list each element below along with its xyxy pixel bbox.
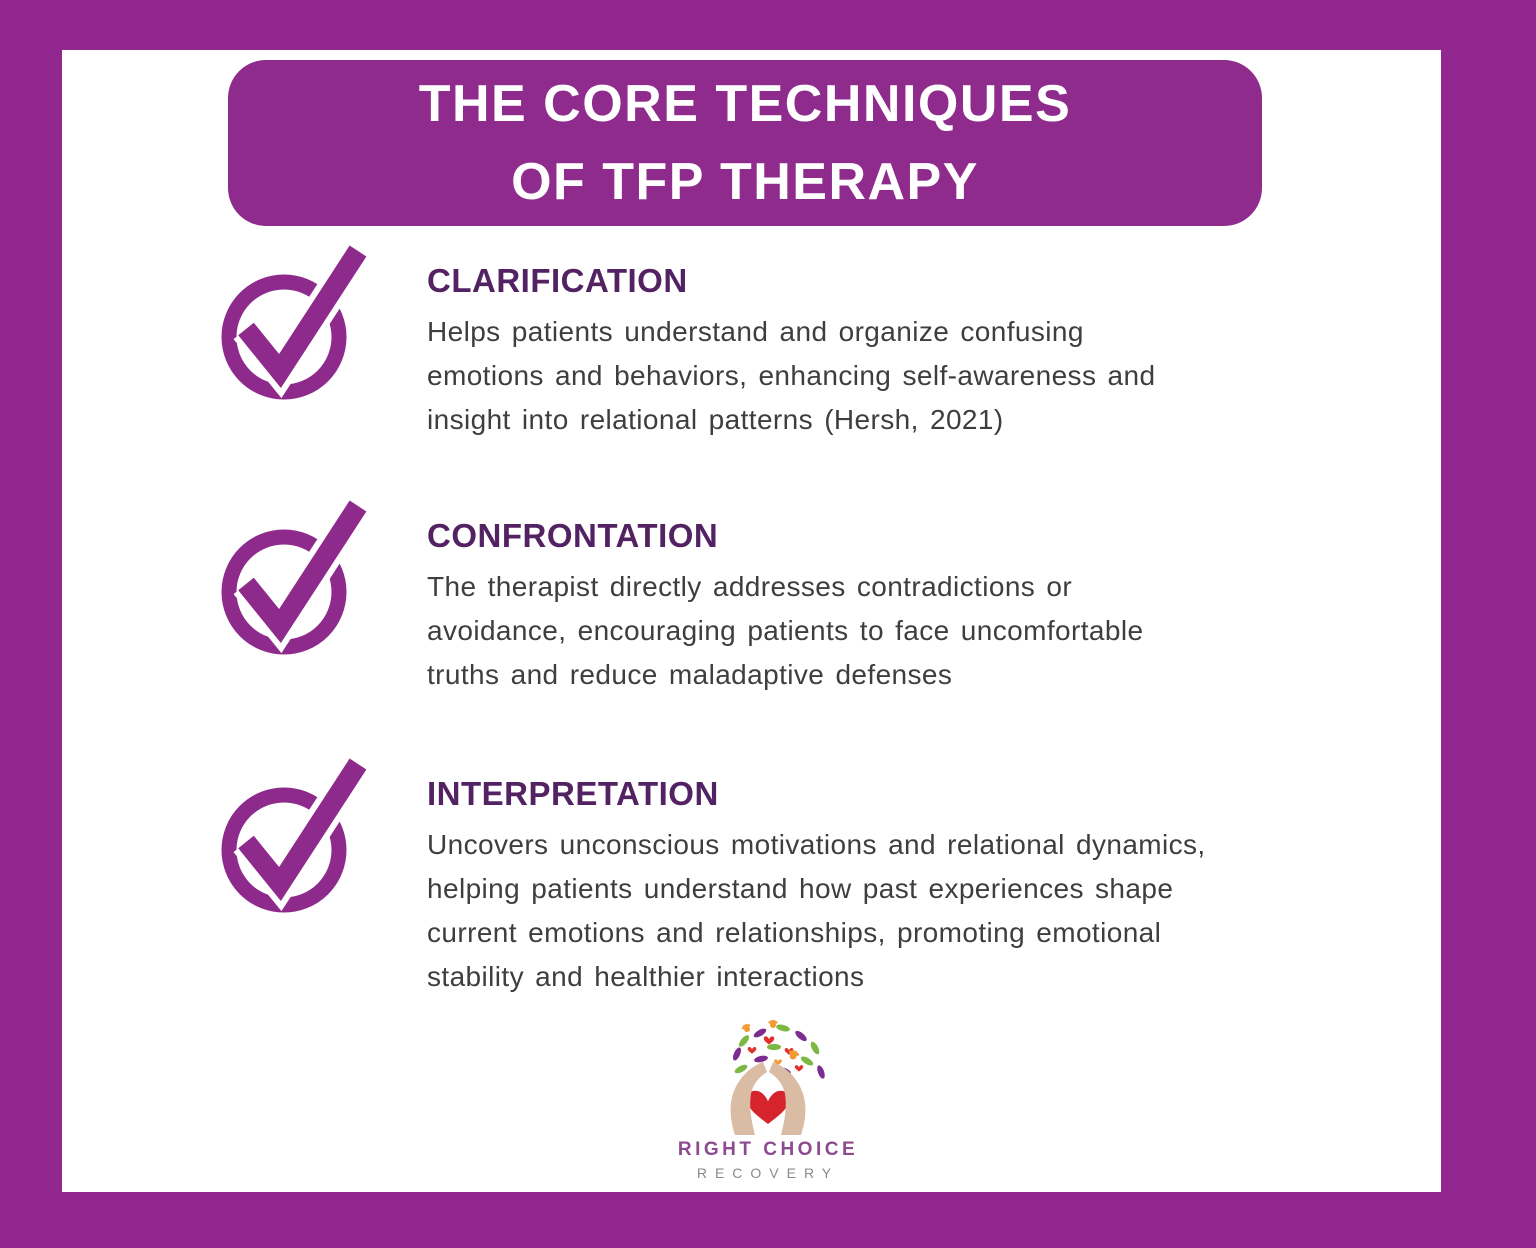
section-heading: INTERPRETATION <box>427 775 719 812</box>
section-body: Helps patients understand and organize c… <box>427 316 1156 435</box>
section-text-block: CONFRONTATION The therapist directly add… <box>427 500 1327 697</box>
brand-subname: RECOVERY <box>696 1165 840 1181</box>
section-confrontation: CONFRONTATION The therapist directly add… <box>221 497 1327 697</box>
section-heading: CONFRONTATION <box>427 517 719 554</box>
hands-heart-logo-icon <box>730 1020 827 1135</box>
check-icon <box>221 242 372 400</box>
section-interpretation: INTERPRETATION Uncovers unconscious moti… <box>221 755 1327 999</box>
page-title-line-1: THE CORE TECHNIQUES <box>418 75 1072 133</box>
section-body: Uncovers unconscious motivations and rel… <box>427 829 1206 992</box>
section-heading: CLARIFICATION <box>427 262 688 299</box>
page-title-line-2: OF TFP THERAPY <box>511 153 979 211</box>
brand-logo: RIGHT CHOICE RECOVERY <box>628 1020 908 1181</box>
check-icon <box>221 497 372 655</box>
title-banner: THE CORE TECHNIQUES OF TFP THERAPY <box>228 60 1262 226</box>
brand-name: RIGHT CHOICE <box>677 1139 859 1160</box>
section-clarification: CLARIFICATION Helps patients understand … <box>221 242 1327 442</box>
section-text-block: CLARIFICATION Helps patients understand … <box>427 245 1327 442</box>
section-body: The therapist directly addresses contrad… <box>427 571 1144 690</box>
check-icon <box>221 755 372 913</box>
section-text-block: INTERPRETATION Uncovers unconscious moti… <box>427 758 1327 999</box>
